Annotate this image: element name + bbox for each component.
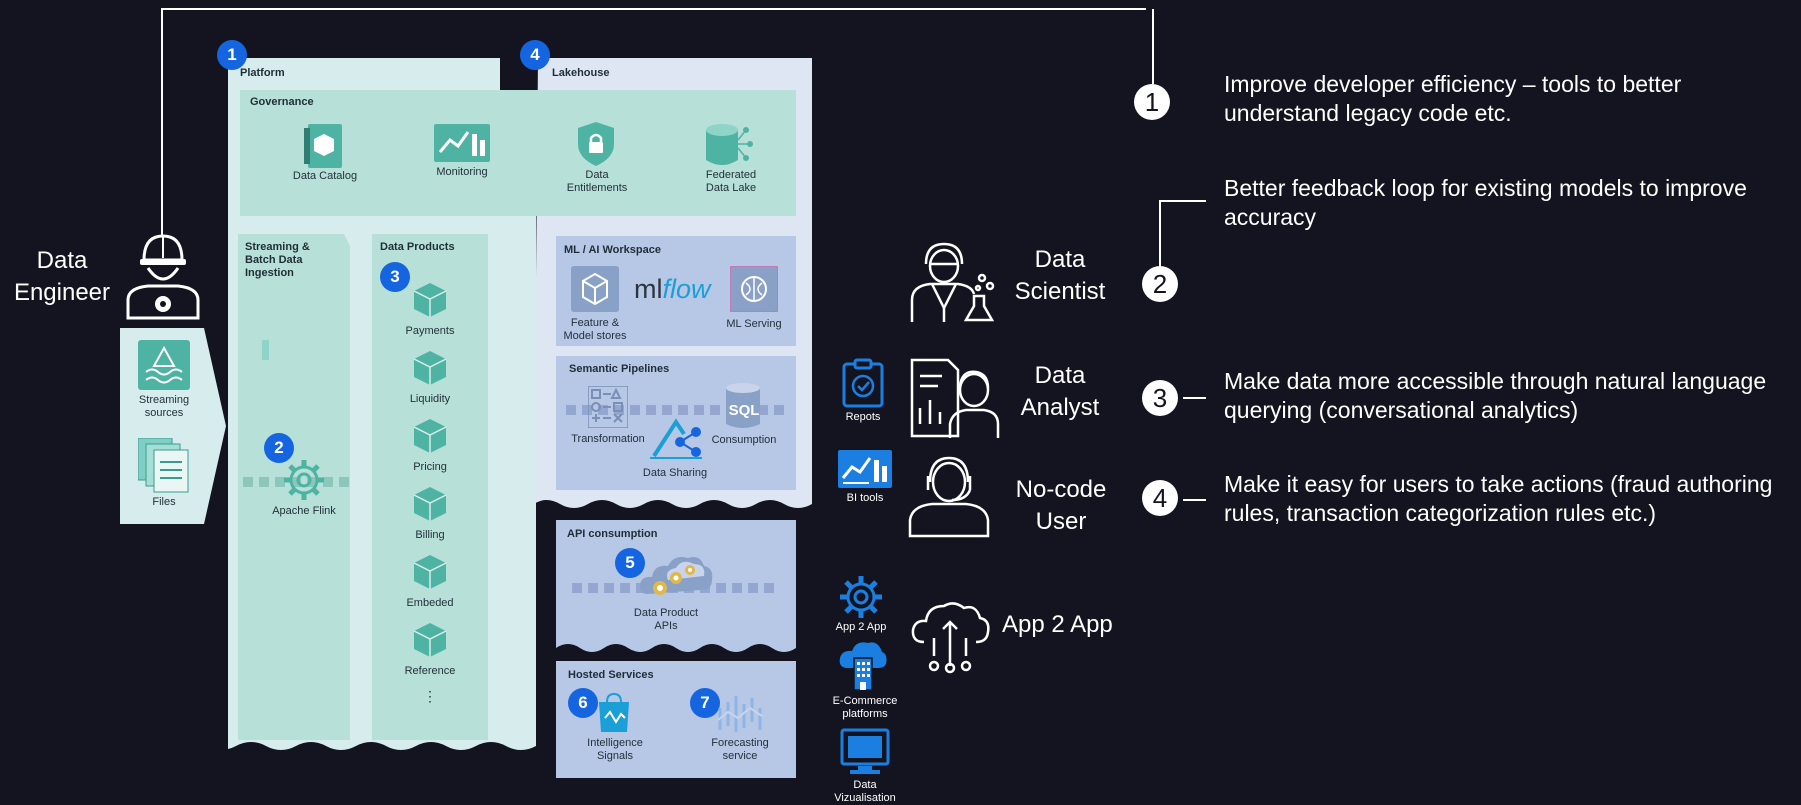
hosted-badge-6: 6 [568, 688, 598, 718]
data-products-title: Data Products [380, 241, 455, 253]
lakehouse-badge: 4 [520, 40, 550, 70]
transformation-label: Transformation [571, 433, 645, 445]
data-scientist-icon [910, 242, 995, 322]
semantic-pipelines-title: Semantic Pipelines [569, 363, 670, 375]
federated-data-lake-icon [706, 124, 753, 165]
data-product-item: Billing [413, 487, 447, 541]
data-catalog-icon [304, 124, 342, 168]
data-entitlements-icon [578, 122, 614, 166]
data-product-label: Liquidity [410, 393, 451, 405]
mlflow-ml: ml [634, 274, 663, 304]
data-product-item: Embeded [406, 555, 454, 609]
monitoring-icon [434, 124, 490, 162]
data-product-item: Liquidity [410, 351, 451, 405]
mlflow-flow: flow [662, 274, 711, 304]
governance-title: Governance [250, 96, 314, 108]
data-product-item: Payments [406, 283, 455, 337]
data-sharing-icon [650, 418, 702, 459]
transformation-icon [588, 386, 628, 428]
app2app-gear-icon [840, 576, 882, 618]
api-consumption-title: API consumption [567, 528, 658, 540]
platform-badge: 1 [217, 40, 247, 70]
federated-data-lake-label: Federated Data Lake [705, 169, 757, 194]
data-products-badge: 3 [380, 262, 410, 292]
ecommerce-label: E-Commerce platforms [832, 695, 898, 720]
ml-serving-icon [730, 266, 778, 312]
data-analyst-icon [910, 358, 1000, 438]
forecasting-service-icon [717, 696, 763, 732]
data-product-label: Billing [415, 529, 444, 541]
data-analyst-label: Data Analyst [1020, 362, 1100, 421]
data-sharing-label: Data Sharing [642, 467, 708, 479]
repots-label: Repots [845, 411, 881, 423]
feature-store-label: Feature & Model stores [563, 317, 627, 342]
goal-text-4: Make it easy for users to take actions (… [1224, 471, 1773, 526]
data-product-label: Reference [405, 665, 456, 677]
sql-label: SQL [728, 402, 760, 419]
app2app-small-label: App 2 App [835, 621, 887, 633]
hosted-badge-7: 7 [690, 688, 720, 718]
lakehouse-arrow [510, 232, 536, 512]
repots-icon [842, 358, 884, 408]
streaming-sources-label: Streaming sources [138, 394, 190, 419]
data-product-apis-icon [639, 557, 713, 595]
goal-text-1: Improve developer efficiency – tools to … [1224, 71, 1682, 126]
bi-tools-icon [838, 450, 892, 488]
goal-text-3: Make data more accessible through natura… [1224, 368, 1767, 423]
ingestion-badge: 2 [264, 433, 294, 463]
sql-icon [726, 383, 760, 428]
api-badge: 5 [615, 548, 645, 578]
goal-badge-2: 2 [1142, 266, 1178, 302]
app2app-role-label: App 2 App [1002, 611, 1113, 638]
intelligence-signals-icon [599, 692, 629, 732]
feature-store-icon [571, 266, 619, 312]
ingestion-indicator [262, 340, 269, 360]
mlflow-logo: mlflow [634, 274, 711, 304]
files-label: Files [152, 496, 176, 508]
forecasting-service-label: Forecasting service [711, 737, 769, 762]
apache-flink-icon [284, 460, 324, 500]
data-product-item: Reference [405, 623, 456, 677]
data-vizualisation-icon [840, 728, 890, 774]
data-product-label: Payments [406, 325, 455, 337]
data-product-label: Pricing [413, 461, 447, 473]
data-vizualisation-label: Data Vizualisation [834, 779, 896, 804]
data-product-apis-label: Data Product APIs [633, 607, 699, 632]
apache-flink-label: Apache Flink [272, 505, 336, 517]
data-scientist-label: Data Scientist [1014, 246, 1106, 305]
data-product-label: Embeded [406, 597, 453, 609]
data-catalog-label: Data Catalog [292, 170, 358, 182]
ingestion-title: Streaming & Batch Data Ingestion [245, 241, 310, 279]
consumption-label: Consumption [711, 434, 777, 446]
ml-serving-label: ML Serving [726, 318, 782, 330]
hosted-services-box [556, 661, 796, 778]
data-entitlements-label: Data Entitlements [566, 169, 628, 194]
bi-tools-label: BI tools [846, 492, 884, 504]
streaming-sources-icon [138, 340, 190, 390]
ml-workspace-title: ML / AI Workspace [564, 244, 661, 256]
semantic-flow-arrow [566, 405, 784, 415]
app2app-cloud-icon [911, 602, 990, 674]
engineer-icon [126, 234, 200, 320]
lakehouse-title: Lakehouse [552, 67, 610, 79]
data-product-item: Pricing [413, 419, 447, 473]
files-icon [138, 438, 189, 493]
data-engineer-label: Data Engineer [13, 247, 111, 306]
goal-text-2: Better feedback loop for existing models… [1224, 175, 1747, 230]
goal-badge-1: 1 [1134, 84, 1170, 120]
no-code-user-label: No-code User [1015, 476, 1107, 535]
goal-badge-4: 4 [1142, 480, 1178, 516]
intelligence-signals-label: Intelligence Signals [587, 737, 643, 762]
data-products-more: ⋮ [423, 688, 437, 704]
goal-badge-3: 3 [1142, 380, 1178, 416]
platform-title: Platform [240, 67, 285, 79]
no-code-user-icon [908, 456, 990, 538]
data-products-list: PaymentsLiquidityPricingBillingEmbededRe… [405, 283, 456, 677]
ecommerce-icon [839, 642, 887, 691]
hosted-services-title: Hosted Services [568, 669, 654, 681]
monitoring-label: Monitoring [436, 166, 488, 178]
